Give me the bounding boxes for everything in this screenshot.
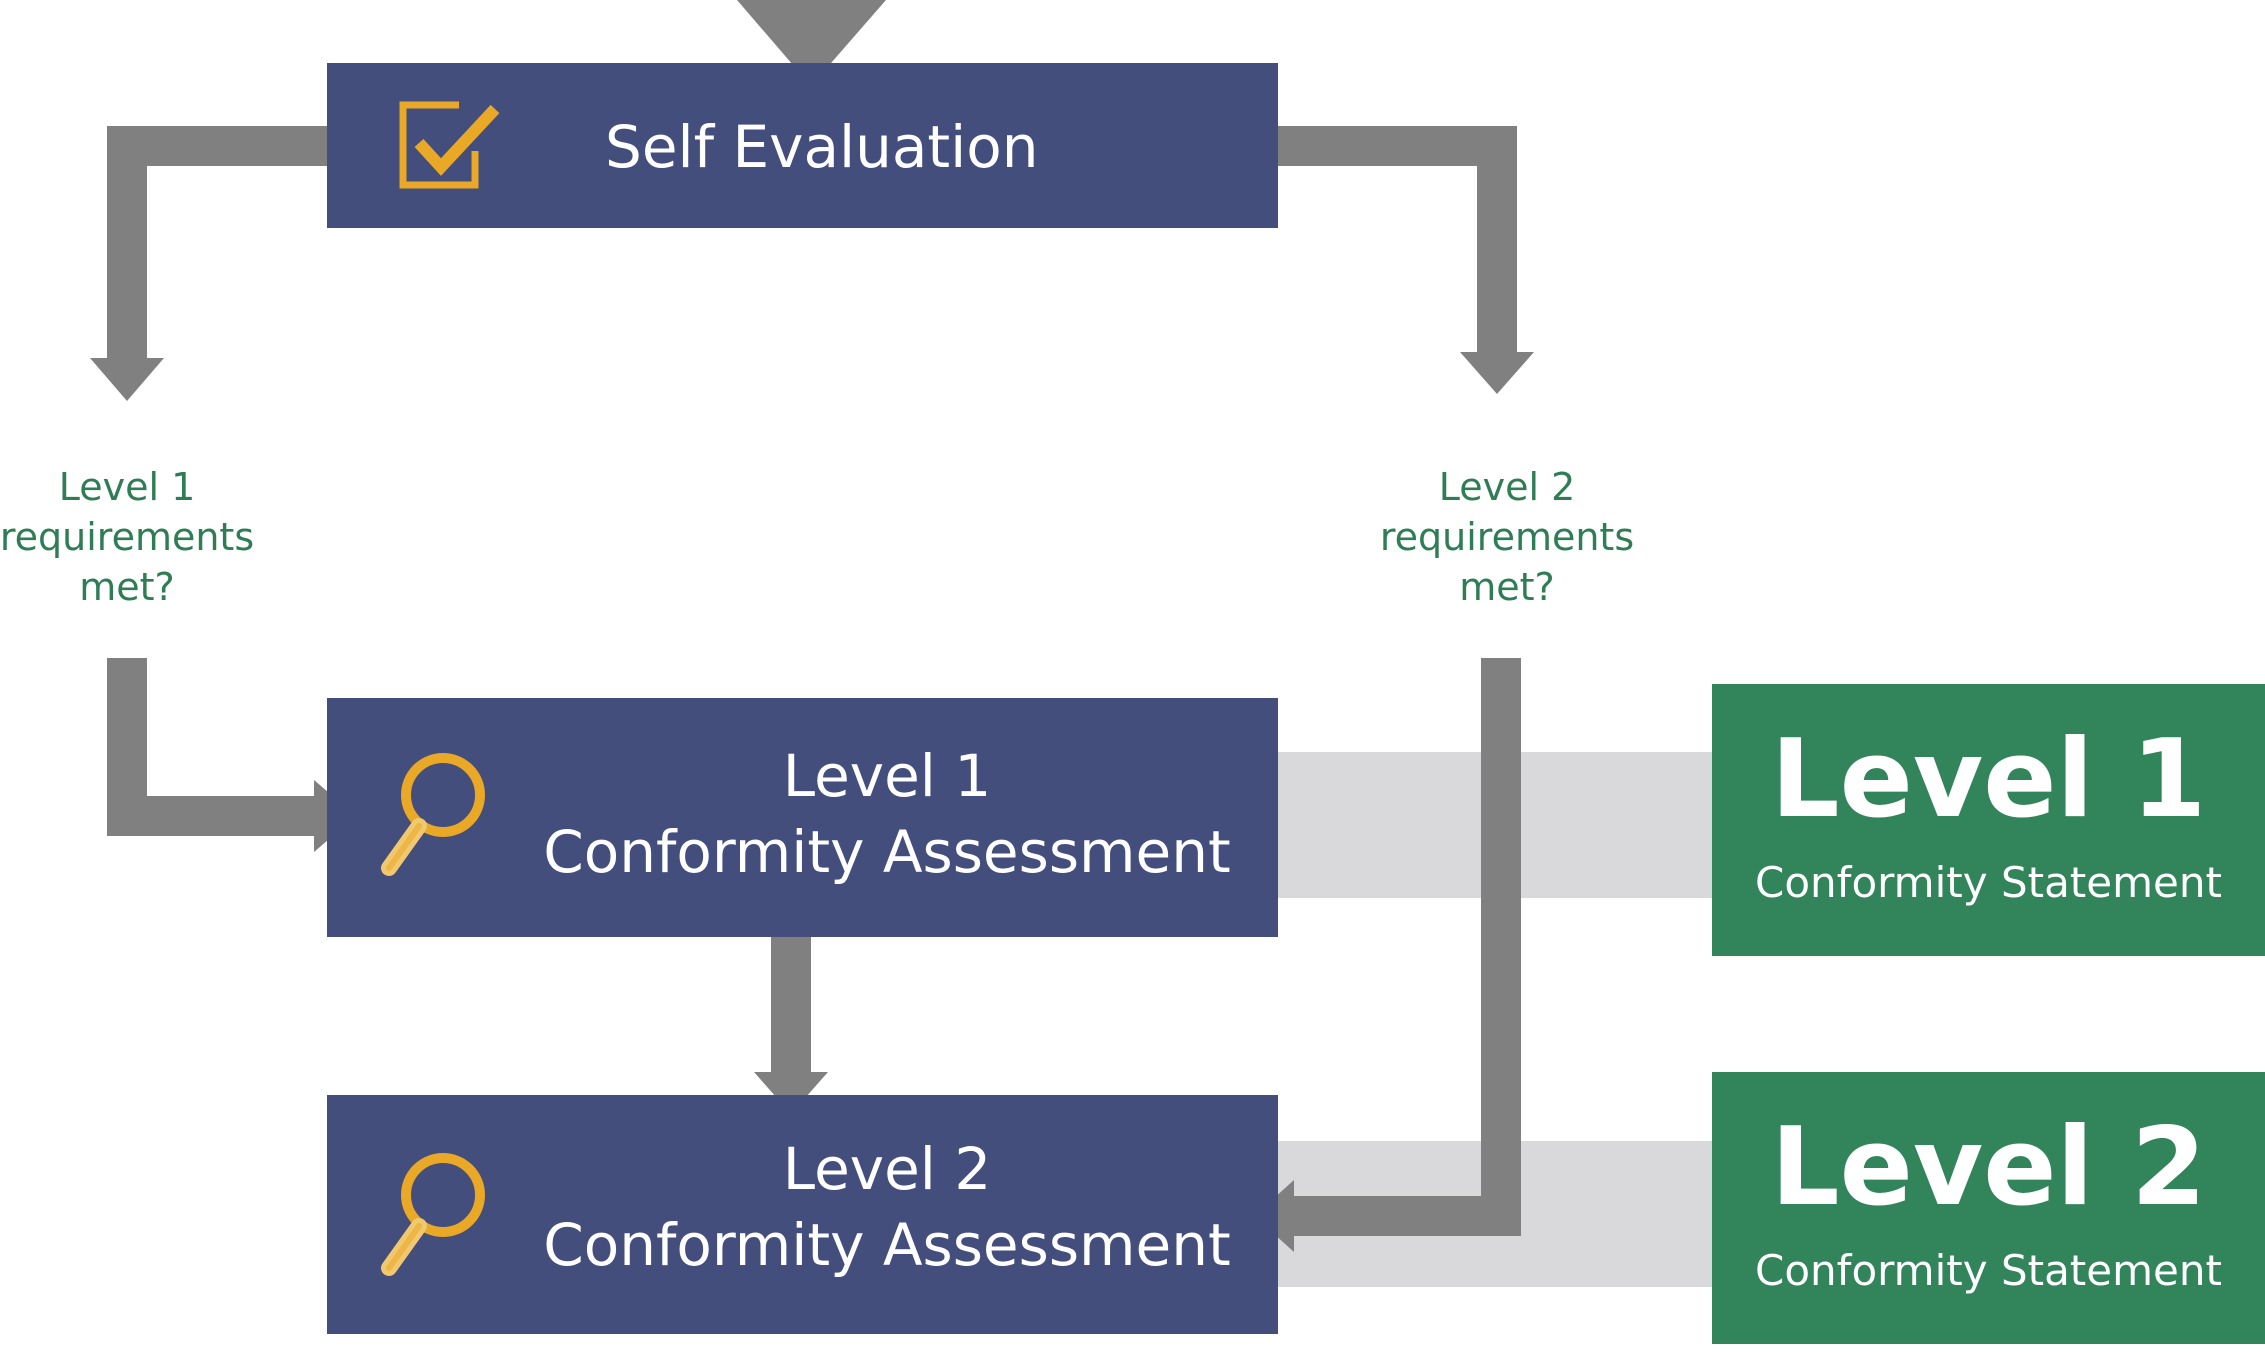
- level-1-assessment-label: Level 1 Conformity Assessment: [527, 738, 1247, 890]
- statement-subtitle: Conformity Statement: [1755, 1246, 2222, 1295]
- level-2-requirements-question: Level 2 requirements met?: [1367, 462, 1647, 612]
- assessment-title: Conformity Assessment: [543, 1211, 1231, 1279]
- statement-level-title: Level 1: [1770, 717, 2207, 842]
- question-line: requirements: [0, 515, 255, 559]
- question-line: Level 2: [1438, 465, 1576, 509]
- question-line: met?: [79, 565, 175, 609]
- arrow-self-eval-to-l1-question: [107, 126, 327, 362]
- self-evaluation-box: Self Evaluation: [327, 63, 1278, 228]
- checkbox-check-icon: [399, 101, 500, 189]
- assessment-title: Conformity Assessment: [543, 818, 1231, 886]
- arrowhead-l2-assessment-top: [754, 1072, 828, 1114]
- question-line: Level 1: [58, 465, 196, 509]
- magnifier-icon: [381, 1153, 485, 1276]
- assessment-level: Level 2: [782, 1135, 992, 1203]
- arrow-l1-question-to-assessment: [107, 658, 318, 836]
- level-1-requirements-question: Level 1 requirements met?: [0, 462, 267, 612]
- level-1-conformity-statement-box: Level 1 Conformity Statement: [1712, 684, 2265, 956]
- statement-subtitle: Conformity Statement: [1755, 858, 2222, 907]
- arrow-self-eval-to-l2-question: [1278, 126, 1517, 356]
- statement-level-title: Level 2: [1770, 1105, 2207, 1230]
- incoming-arrow: [737, 0, 886, 86]
- question-line: requirements: [1379, 515, 1635, 559]
- assessment-level: Level 1: [782, 742, 992, 810]
- question-line: met?: [1459, 565, 1555, 609]
- level-2-conformity-statement-box: Level 2 Conformity Statement: [1712, 1072, 2265, 1344]
- level-2-assessment-label: Level 2 Conformity Assessment: [527, 1131, 1247, 1283]
- level-2-conformity-assessment-box: Level 2 Conformity Assessment: [327, 1095, 1278, 1334]
- arrow-l2-question-to-assessment: [1290, 658, 1521, 1236]
- self-evaluation-label: Self Evaluation: [605, 113, 1039, 181]
- arrowhead-l2-question: [1460, 352, 1534, 394]
- magnifier-icon: [381, 753, 485, 876]
- arrowhead-l1-question: [90, 358, 164, 401]
- level-1-conformity-assessment-box: Level 1 Conformity Assessment: [327, 698, 1278, 937]
